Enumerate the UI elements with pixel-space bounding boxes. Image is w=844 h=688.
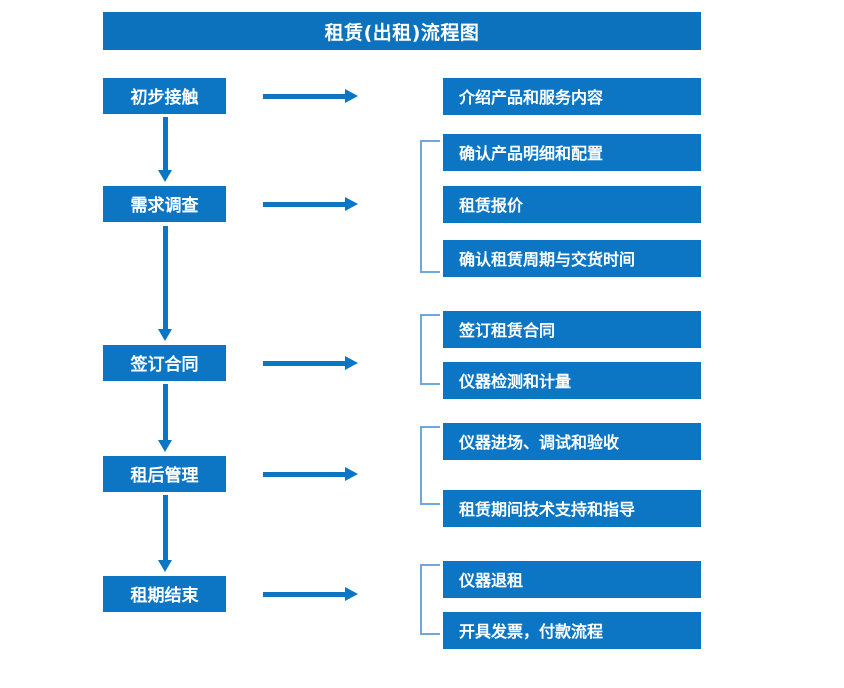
stage-box-sign-contract[interactable]: 签订合同	[103, 345, 226, 381]
stage-box-post-lease-management[interactable]: 租后管理	[103, 456, 226, 492]
group-bracket-lease-end	[420, 564, 440, 635]
detail-box-instrument-installation[interactable]: 仪器进场、调试和验收	[443, 423, 701, 460]
detail-box-lease-quotation[interactable]: 租赁报价	[443, 186, 701, 223]
horizontal-arrow-demand-survey	[263, 197, 358, 211]
group-bracket-sign-contract	[420, 314, 440, 385]
vertical-arrow-4	[158, 495, 173, 572]
vertical-arrow-3	[158, 384, 173, 452]
vertical-arrow-1	[158, 117, 173, 182]
horizontal-arrow-sign-contract	[263, 356, 358, 370]
detail-box-introduce-products[interactable]: 介绍产品和服务内容	[443, 78, 701, 115]
stage-box-initial-contact[interactable]: 初步接触	[103, 78, 226, 114]
detail-box-confirm-product-details[interactable]: 确认产品明细和配置	[443, 134, 701, 171]
stage-box-lease-end[interactable]: 租期结束	[103, 576, 226, 612]
stage-box-demand-survey[interactable]: 需求调查	[103, 186, 226, 222]
detail-box-technical-support[interactable]: 租赁期间技术支持和指导	[443, 490, 701, 527]
horizontal-arrow-post-lease-management	[263, 467, 358, 481]
detail-box-instrument-return[interactable]: 仪器退租	[443, 561, 701, 598]
detail-box-confirm-lease-period[interactable]: 确认租赁周期与交货时间	[443, 240, 701, 277]
vertical-arrow-2	[158, 226, 173, 341]
detail-box-instrument-inspection[interactable]: 仪器检测和计量	[443, 362, 701, 399]
detail-box-sign-lease-contract[interactable]: 签订租赁合同	[443, 311, 701, 348]
horizontal-arrow-initial-contact	[263, 89, 358, 103]
detail-box-invoice-payment[interactable]: 开具发票，付款流程	[443, 612, 701, 649]
group-bracket-post-lease-management	[420, 426, 440, 505]
horizontal-arrow-lease-end	[263, 587, 358, 601]
page-title: 租赁(出租)流程图	[103, 12, 701, 50]
group-bracket-demand-survey	[420, 140, 440, 273]
